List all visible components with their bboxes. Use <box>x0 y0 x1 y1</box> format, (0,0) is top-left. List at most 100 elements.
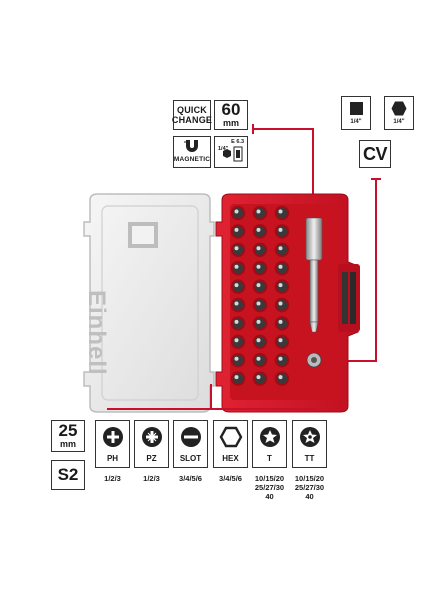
connector-bits-v <box>210 384 212 410</box>
bit-tip <box>276 207 288 219</box>
connector-holder-h <box>252 128 314 130</box>
bit-tip <box>232 281 244 292</box>
bit-tip-highlight <box>278 356 283 361</box>
bit-type-tt-sizes: 40 <box>305 492 314 501</box>
bit-tip-highlight <box>234 338 239 343</box>
bit-tip-highlight <box>256 264 261 269</box>
hexagon-icon <box>391 101 407 116</box>
bit-tip <box>254 226 266 237</box>
bit-tip-highlight <box>256 338 261 343</box>
bit-type-pz-box: PZ <box>134 420 169 468</box>
material-cv-box: CV <box>359 140 391 168</box>
holder-box: E 6.3 1/4" <box>214 136 248 168</box>
bit-tip <box>232 299 244 311</box>
round-adapter-icon <box>306 352 322 368</box>
bit-type-ph-box: PH <box>95 420 130 468</box>
bit-tip <box>276 355 288 366</box>
square-drive-size: 1/4" <box>350 119 362 125</box>
bit-type-t-box: T <box>252 420 287 468</box>
bit-tip <box>254 281 266 292</box>
pz-bit-icon <box>141 427 162 447</box>
bit-tip-highlight <box>234 246 239 251</box>
length-value: 60 <box>221 100 241 119</box>
tt-bit-icon <box>299 427 320 447</box>
bit-tip <box>232 373 244 384</box>
bit-tip <box>232 318 244 329</box>
bit-tip <box>254 373 266 384</box>
bit-tip-highlight <box>234 319 239 324</box>
bit-type-tt-sizes: 10/15/20 <box>294 474 325 483</box>
bit-type-ph-label: PH <box>106 454 119 463</box>
quick-change-box: QUICK CHANGE <box>171 100 213 130</box>
bit-tip-highlight <box>234 209 239 214</box>
bit-tip <box>254 355 266 366</box>
bit-tip-highlight <box>256 319 261 324</box>
square-drive-box: 1/4" <box>341 96 371 130</box>
length-box: 60 mm <box>214 100 248 130</box>
bit-type-t-sizes: 40 <box>265 492 274 501</box>
slot-bit-icon <box>180 427 201 447</box>
bit-type-pz-label: PZ <box>146 454 157 463</box>
bit-tip <box>276 318 288 329</box>
bit-type-slot-box: SLOT <box>173 420 208 468</box>
ph-bit-icon <box>102 427 123 447</box>
connector-cv-v <box>375 178 377 362</box>
bit-tip-highlight <box>234 264 239 269</box>
bit-length-value: 25 <box>58 421 78 440</box>
bit-type-slot-sizes: 3/4/5/6 <box>179 474 202 483</box>
bit-type-slot-label: SLOT <box>179 454 202 463</box>
bit-tip <box>276 244 288 255</box>
square-icon <box>349 102 363 115</box>
t-bit-icon <box>259 427 280 447</box>
bit-type-tt-sizes: 25/27/30 <box>294 483 325 492</box>
bit-tip-highlight <box>278 301 283 306</box>
holder-size-text: 1/4" <box>218 146 229 152</box>
lid-brand-logo: Einhell <box>83 290 110 376</box>
hex-drive-box: 1/4" <box>384 96 414 130</box>
quick-change-line2: CHANGE <box>171 115 213 125</box>
bit-type-tt-label: TT <box>304 454 315 463</box>
bits-grid <box>230 205 290 386</box>
bit-tip <box>276 299 288 311</box>
hex-drive-size: 1/4" <box>393 119 405 125</box>
holder-spec-icon <box>223 146 243 162</box>
magnetic-box: MAGNETIC <box>173 136 211 168</box>
bit-tip-highlight <box>256 227 261 232</box>
bit-tip-highlight <box>234 227 239 232</box>
bit-tip-highlight <box>256 356 261 361</box>
bit-tip <box>232 226 244 237</box>
holder-spec-text: E 6.3 <box>231 139 244 145</box>
bit-tip-highlight <box>234 301 239 306</box>
hex-bit-icon <box>219 426 242 448</box>
bit-tip-highlight <box>256 283 261 288</box>
side-clip <box>338 264 360 332</box>
magnetic-label: MAGNETIC <box>173 156 211 163</box>
case-lid <box>83 193 215 413</box>
bit-tip-highlight <box>278 283 283 288</box>
bit-tip-highlight <box>256 246 261 251</box>
bit-tip <box>254 299 266 311</box>
connector-holder-v <box>312 128 314 226</box>
material-s2-box: S2 <box>51 460 85 490</box>
bit-type-t-sizes: 25/27/30 <box>254 483 285 492</box>
bit-tip-highlight <box>278 319 283 324</box>
bit-type-ph-sizes: 1/2/3 <box>104 474 121 483</box>
bit-holder <box>305 218 323 333</box>
bit-tip <box>232 336 244 347</box>
bit-tip-highlight <box>278 375 283 380</box>
material-s2-label: S2 <box>57 465 79 484</box>
length-unit: mm <box>222 118 239 128</box>
bit-tip-highlight <box>278 264 283 269</box>
bit-type-t-sizes: 10/15/20 <box>254 474 285 483</box>
bit-tip-highlight <box>234 375 239 380</box>
connector-bits-h <box>107 408 317 410</box>
bit-tip <box>232 207 244 219</box>
bit-length-box: 25 mm <box>51 420 85 452</box>
bit-tip <box>232 244 244 255</box>
bit-tip <box>276 336 288 347</box>
connector-holder-tick <box>252 124 254 134</box>
bit-tip <box>276 226 288 237</box>
bit-tip <box>232 263 244 274</box>
bit-tip <box>254 244 266 255</box>
bit-tip-highlight <box>278 227 283 232</box>
